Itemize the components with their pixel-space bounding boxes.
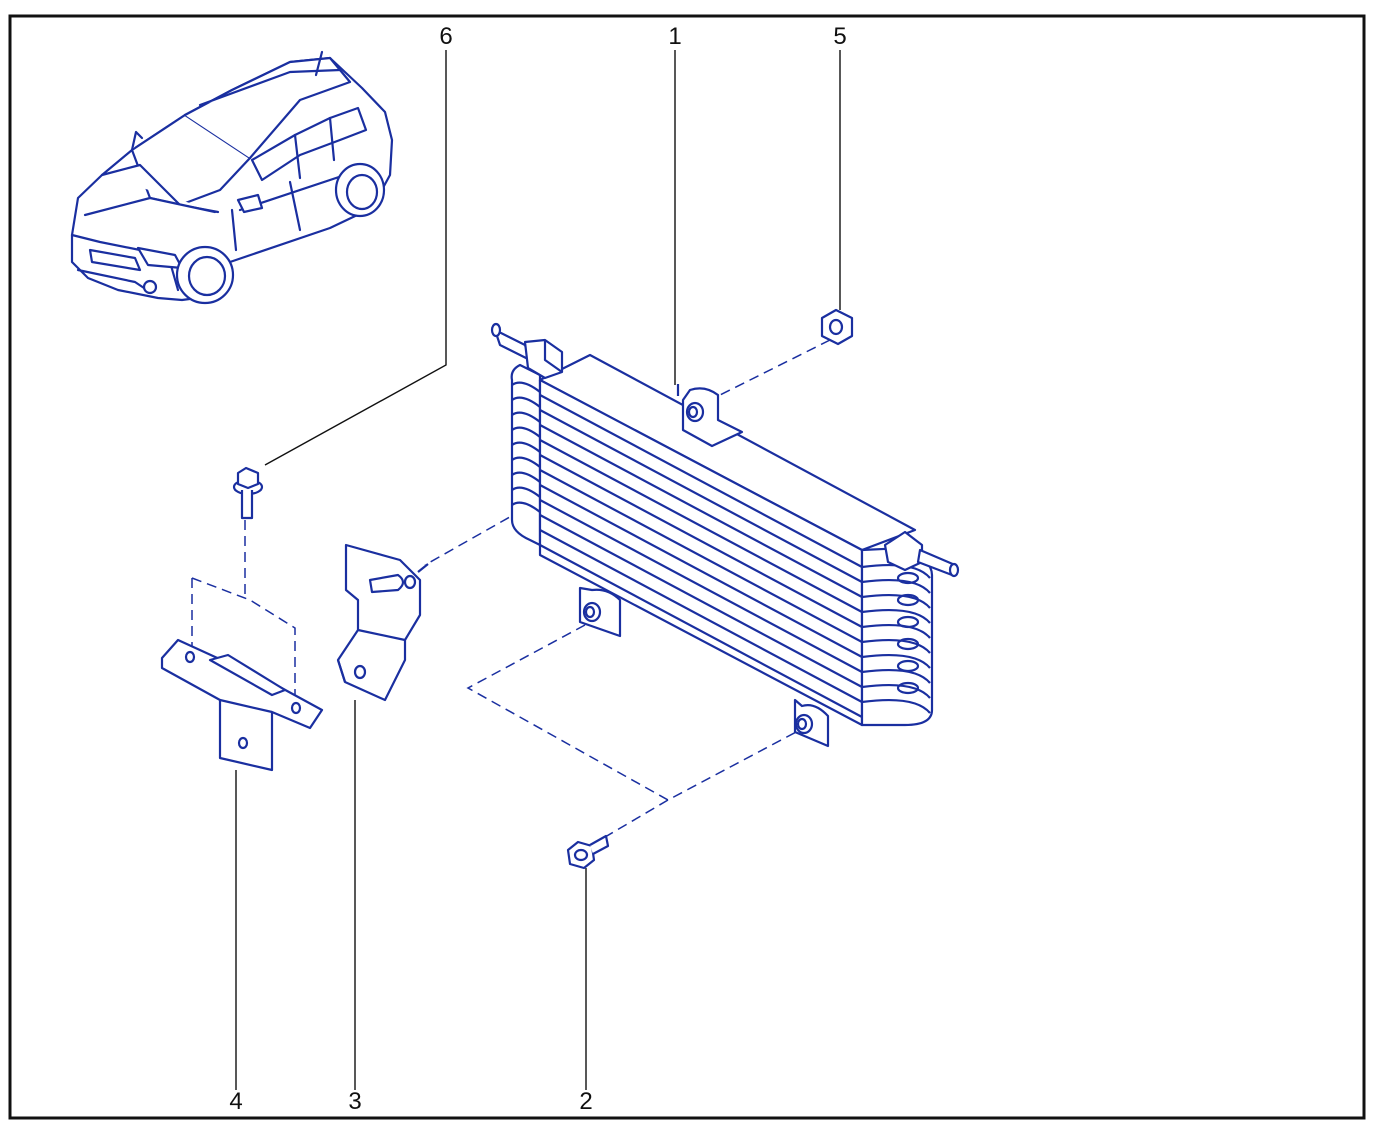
- callout-3: 3: [348, 1088, 362, 1115]
- leader-line-6: [264, 50, 447, 466]
- suv-vehicle-icon: [70, 50, 394, 305]
- hex-nut-icon: [820, 308, 854, 346]
- flange-bolt-icon: [232, 466, 264, 520]
- oil-cooler-icon: [490, 322, 960, 748]
- leader-lines: [235, 50, 841, 1090]
- callout-5: 5: [833, 23, 847, 50]
- callout-2: 2: [579, 1088, 593, 1115]
- bracket-icon: [336, 543, 429, 702]
- callout-4: 4: [229, 1088, 243, 1115]
- hex-bolt-icon: [566, 834, 610, 870]
- drawing-border: [8, 14, 1366, 1120]
- callout-1: 1: [668, 23, 682, 50]
- mounting-plate-icon: [160, 638, 324, 772]
- callout-6: 6: [439, 23, 453, 50]
